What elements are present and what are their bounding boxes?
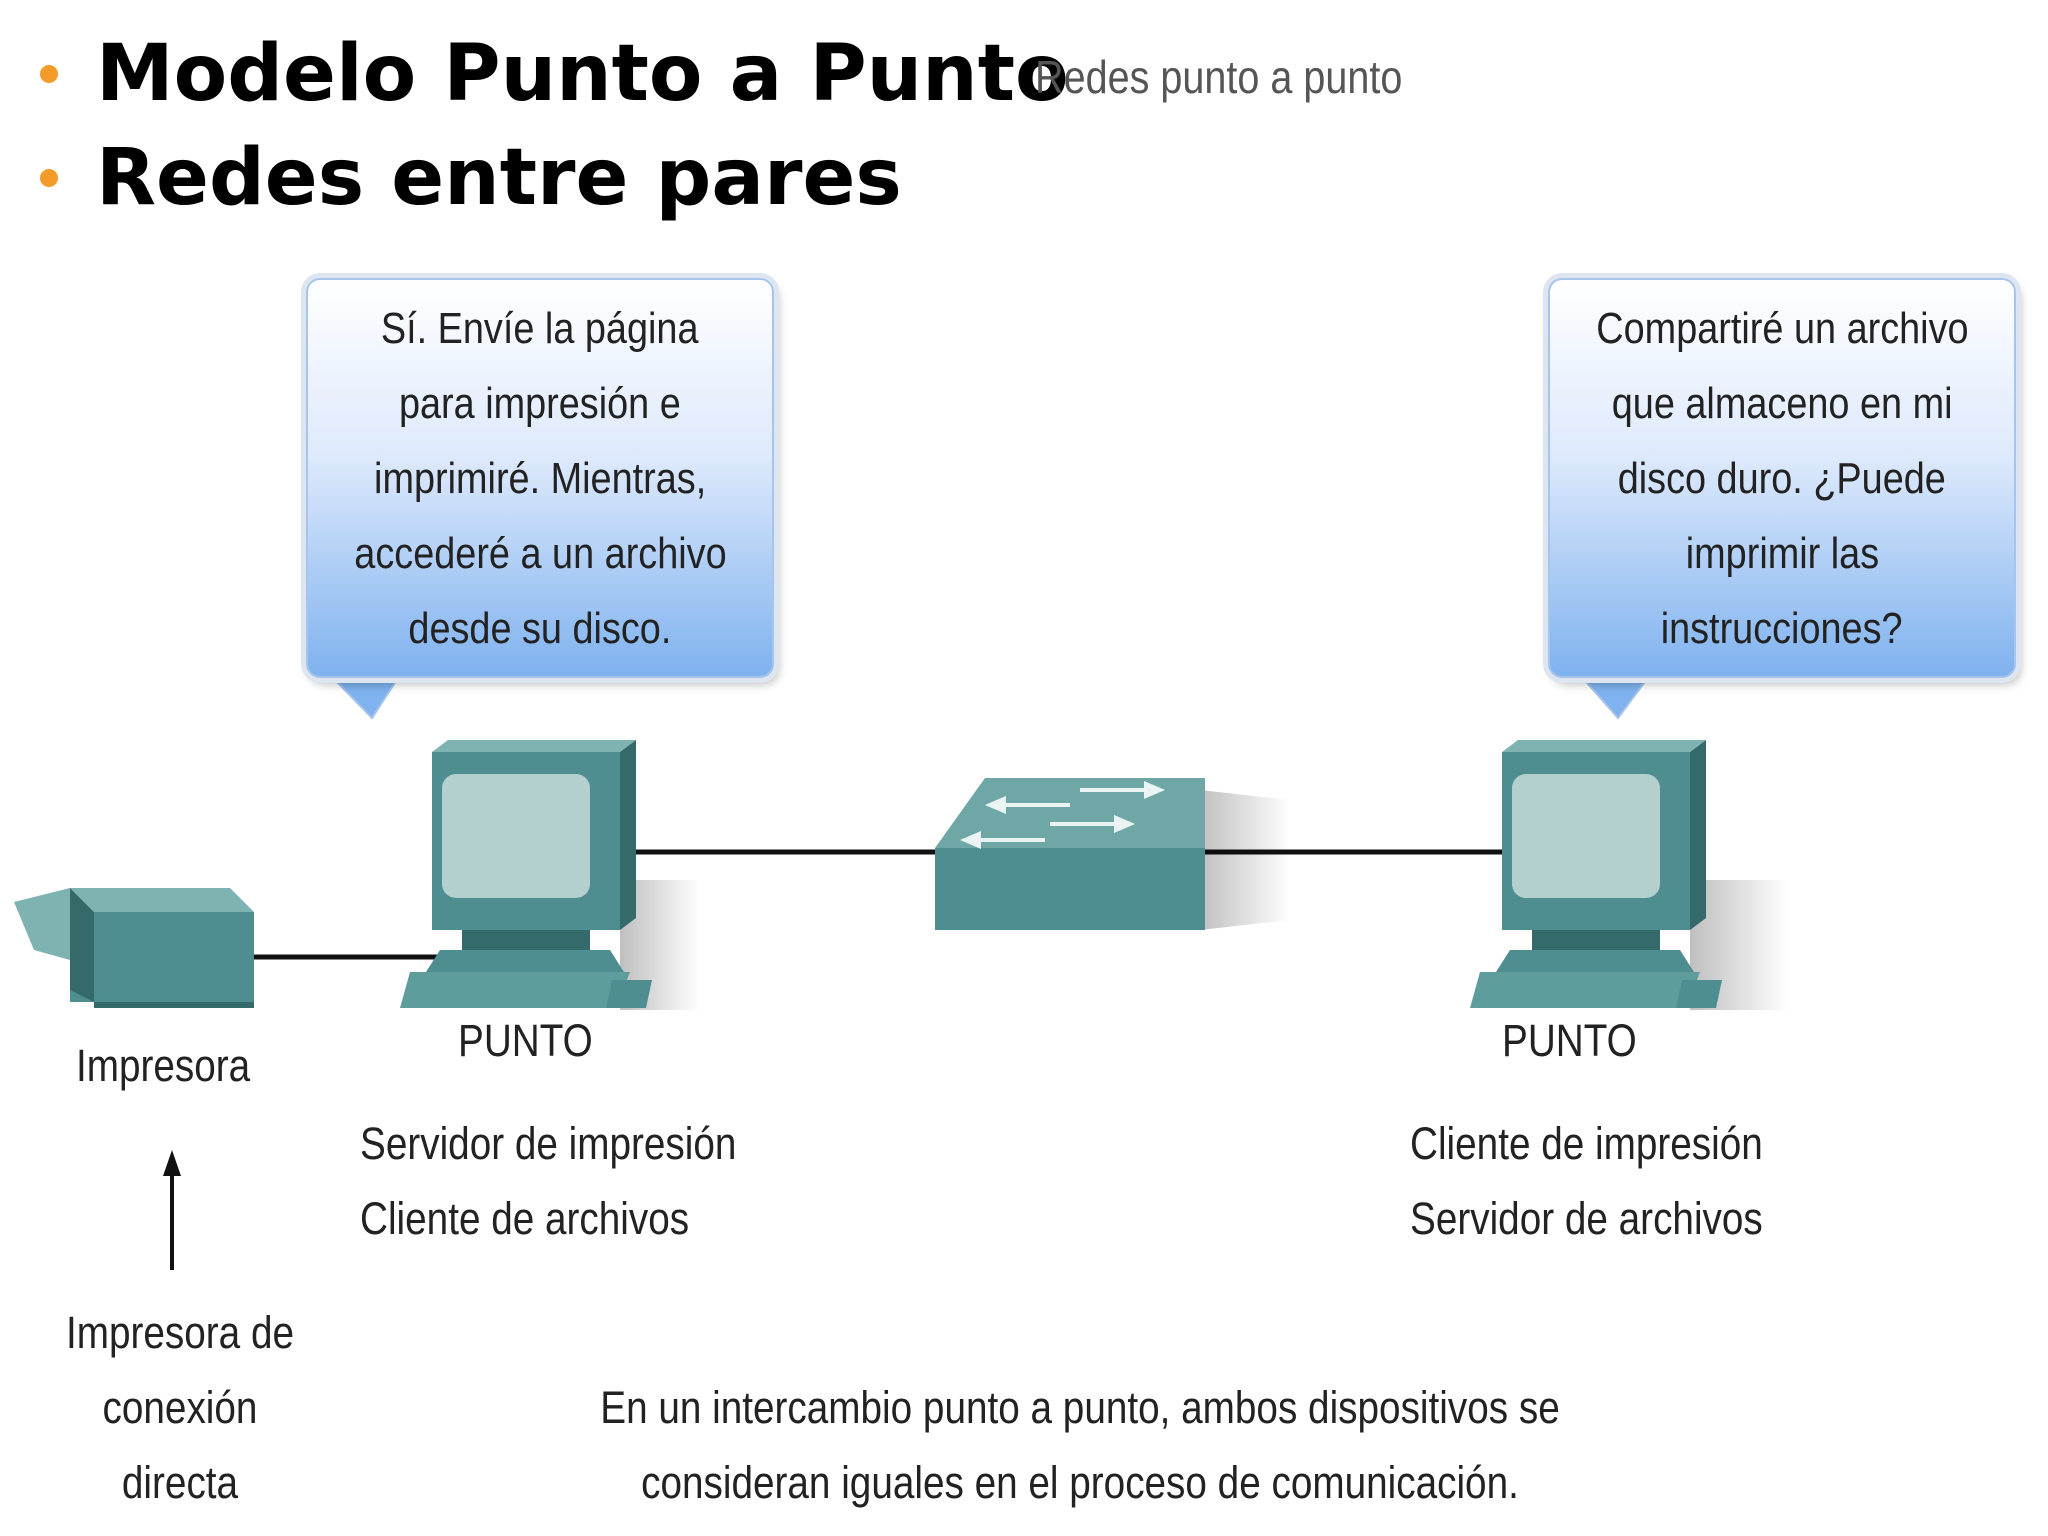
bubble-tail bbox=[327, 674, 402, 720]
arrow-icon bbox=[163, 1150, 181, 1270]
computer-icon bbox=[400, 740, 700, 1010]
computer-icon bbox=[1470, 740, 1790, 1010]
bubble-line: desde su disco. bbox=[408, 603, 672, 653]
speech-bubble-left: Sí. Envíe la página para impresión e imp… bbox=[306, 278, 774, 678]
peer-label-left: PUNTO bbox=[458, 1015, 593, 1066]
slide-bullets: Modelo Punto a Punto Redes entre pares bbox=[40, 22, 1069, 230]
bubble-line: Sí. Envíe la página bbox=[381, 303, 699, 353]
bubble-line: disco duro. ¿Puede bbox=[1617, 453, 1947, 503]
bubble-line: instrucciones? bbox=[1661, 603, 1903, 653]
printer-label: Impresora bbox=[76, 1040, 251, 1091]
bubble-tail bbox=[1577, 674, 1652, 720]
bullet-dot-icon bbox=[40, 168, 58, 187]
bubble-line: imprimiré. Mientras, bbox=[373, 453, 707, 503]
bullet-item: Modelo Punto a Punto bbox=[40, 22, 1069, 126]
bubble-line: imprimir las bbox=[1685, 528, 1879, 578]
diagram-caption: En un intercambio punto a punto, ambos d… bbox=[400, 1370, 1760, 1520]
caption-line: consideran iguales en el proceso de comu… bbox=[641, 1457, 1519, 1508]
bullet-dot-icon bbox=[40, 64, 58, 83]
caption-line: En un intercambio punto a punto, ambos d… bbox=[600, 1382, 1560, 1433]
figure-title: Redes punto a punto bbox=[1035, 51, 1403, 103]
bubble-line: para impresión e bbox=[399, 378, 681, 428]
switch-icon bbox=[935, 778, 1290, 930]
peer-label-right: PUNTO bbox=[1502, 1015, 1637, 1066]
printer-icon bbox=[14, 888, 254, 1008]
bubble-line: Compartiré un archivo bbox=[1595, 303, 1969, 353]
printer-note-line: Impresora de bbox=[65, 1307, 295, 1358]
bullet-item: Redes entre pares bbox=[40, 126, 1069, 230]
peer-role-right: Cliente de impresión bbox=[1410, 1118, 1763, 1169]
printer-note-line: directa bbox=[121, 1457, 239, 1508]
peer-role-right: Servidor de archivos bbox=[1410, 1193, 1763, 1244]
printer-note-line: conexión bbox=[102, 1382, 258, 1433]
printer-note: Impresora de conexión directa bbox=[20, 1295, 340, 1520]
speech-bubble-right: Compartiré un archivo que almaceno en mi… bbox=[1548, 278, 2016, 678]
bubble-line: accederé a un archivo bbox=[353, 528, 727, 578]
peer-role-left: Servidor de impresión bbox=[360, 1118, 737, 1169]
bubble-line: que almaceno en mi bbox=[1611, 378, 1953, 428]
peer-role-left: Cliente de archivos bbox=[360, 1193, 690, 1244]
